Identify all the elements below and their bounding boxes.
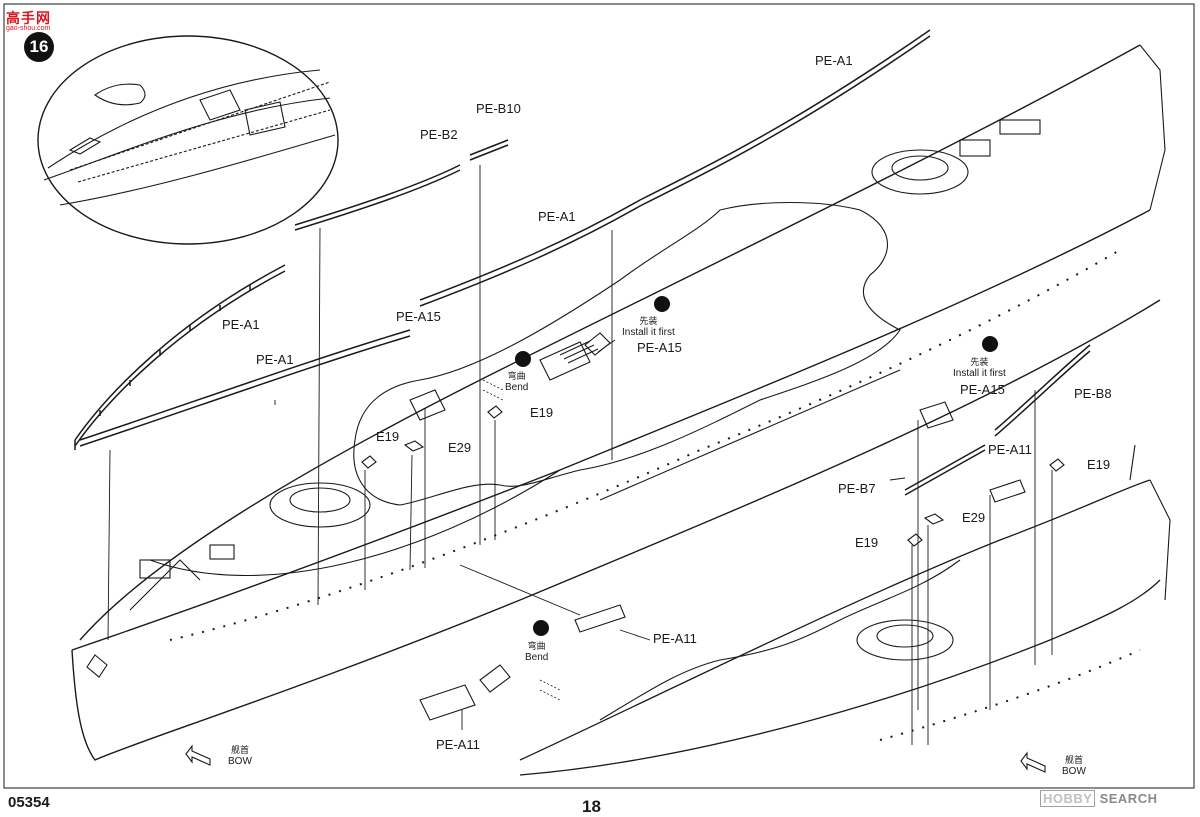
step-number-badge: 16	[24, 32, 54, 62]
detail-circle	[37, 35, 339, 245]
install-first-icon-2	[982, 336, 998, 352]
note-install-first-right-en: Install it first	[953, 368, 1006, 379]
ladder-parts	[409, 332, 1026, 721]
watermark-text: SEARCH	[1099, 791, 1158, 806]
leader-lines	[107, 165, 1053, 745]
bow-label-left-cn: 舰首	[230, 745, 249, 755]
note-bend-2-en: Bend	[525, 652, 549, 663]
product-number: 05354	[8, 794, 50, 811]
note-bend-2: 弯曲 Bend	[525, 640, 548, 664]
page-number: 18	[582, 797, 601, 816]
note-bend-2-cn: 弯曲	[527, 641, 546, 651]
label-e19-left: E19	[376, 429, 400, 444]
label-pe-a11-detail: PE-A11	[653, 631, 697, 646]
bow-label-right-en: BOW	[1062, 766, 1086, 777]
bend-icon-2	[533, 620, 549, 636]
note-install-first-right: 先装 Install it first	[953, 356, 1006, 380]
label-pe-b8: PE-B8	[1074, 386, 1112, 401]
bow-label-left-en: BOW	[228, 756, 252, 767]
note-install-first-en: Install it first	[622, 327, 675, 338]
label-pe-b7: PE-B7	[838, 481, 876, 496]
label-pe-b10: PE-B10	[476, 101, 521, 116]
bow-arrow-right	[1020, 751, 1046, 773]
install-first-icon	[654, 296, 670, 312]
railings	[74, 29, 1091, 496]
label-e19-right: E19	[1087, 457, 1111, 472]
note-bend-cn: 弯曲	[507, 371, 526, 381]
site-logo-subtext: gao-shou.com	[6, 25, 51, 32]
label-pe-a1-mid: PE-A1	[538, 209, 576, 224]
label-pe-b2: PE-B2	[420, 127, 458, 142]
site-logo: 高手网	[6, 10, 51, 26]
note-install-first-right-cn: 先装	[970, 357, 989, 367]
label-pe-a15-detail: PE-A15	[637, 340, 682, 355]
label-e19-right2: E19	[855, 535, 879, 550]
label-pe-a11-bottom: PE-A11	[436, 737, 480, 752]
label-pe-a11-right: PE-A11	[988, 442, 1032, 457]
label-pe-a15-left: PE-A15	[396, 309, 441, 324]
bow-label-right-cn: 舰首	[1064, 755, 1083, 765]
watermark-brand: HOBBY	[1040, 790, 1096, 807]
label-pe-a1-top: PE-A1	[815, 53, 853, 68]
label-e29-right: E29	[962, 510, 986, 525]
note-bend-en: Bend	[505, 382, 529, 393]
label-pe-a1-left1: PE-A1	[222, 317, 260, 332]
label-e29-left: E29	[448, 440, 472, 455]
small-parts	[361, 405, 1065, 547]
main-hull	[71, 44, 1166, 761]
note-install-first: 先装 Install it first	[622, 315, 675, 339]
watermark: HOBBY SEARCH	[1040, 790, 1158, 807]
bow-arrow-left	[185, 744, 211, 766]
label-e19-center: E19	[530, 405, 554, 420]
label-pe-a15-right: PE-A15	[960, 382, 1005, 397]
bow-label-right: 舰首 BOW	[1062, 755, 1086, 777]
page-border	[3, 3, 1195, 789]
bow-label-left: 舰首 BOW	[228, 745, 252, 767]
note-bend: 弯曲 Bend	[505, 370, 528, 394]
label-pe-a1-left2: PE-A1	[256, 352, 294, 367]
note-install-first-cn: 先装	[639, 316, 658, 326]
bend-icon	[515, 351, 531, 367]
